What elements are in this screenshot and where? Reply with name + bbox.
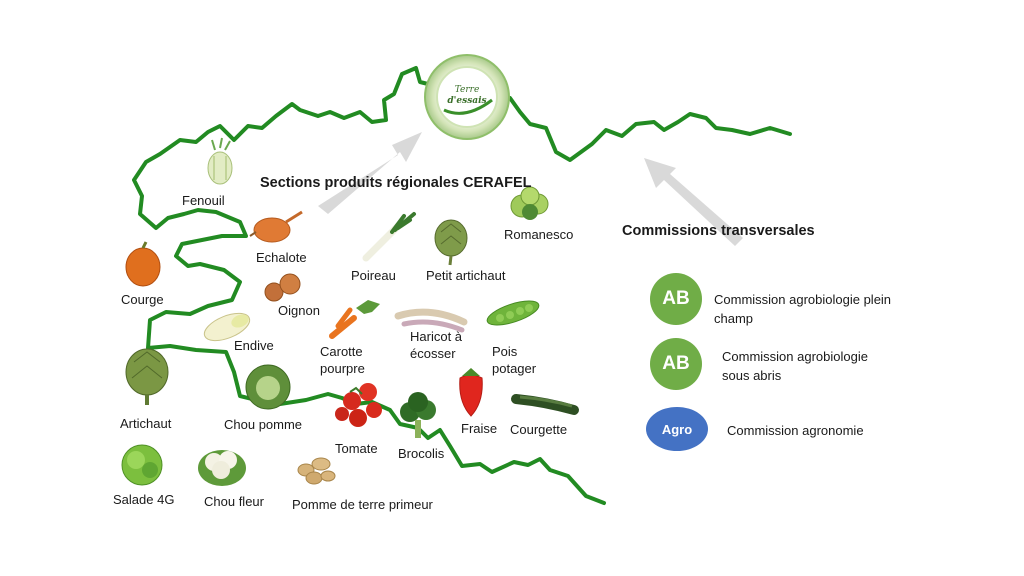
shallot-icon [249, 210, 303, 243]
label-brocolis: Brocolis [398, 446, 445, 461]
small-artichoke-icon [434, 219, 468, 266]
cauliflower-icon [198, 450, 246, 486]
label-fraise: Fraise [461, 421, 498, 436]
zucchini-icon [511, 394, 579, 415]
pea-icon [486, 300, 540, 326]
logo-line-2: d'essais [447, 96, 487, 106]
label-endive: Endive [234, 338, 274, 353]
commission-plein-champ: Commission agrobiologie plein champ [714, 292, 892, 326]
label-petit-artichaut: Petit artichaut [426, 268, 506, 283]
label-echalote: Echalote [256, 250, 307, 265]
label-poireau: Poireau [351, 268, 396, 283]
label-oignon: Oignon [278, 303, 320, 318]
logo-text: Terre d'essais [432, 85, 502, 107]
label-salade: Salade 4G [113, 492, 175, 507]
artichoke-icon [125, 348, 169, 405]
label-carotte-pourpre: Carotte pourpre [320, 344, 365, 376]
endive-icon [203, 312, 251, 342]
logo-leaf-swoosh-icon [443, 98, 493, 115]
arrow-sections-to-logo [318, 132, 422, 214]
lettuce-icon [121, 444, 163, 486]
onion-icon [264, 273, 301, 302]
label-haricot: Haricot à écosser [410, 329, 463, 361]
label-pomme-de-terre: Pomme de terre primeur [292, 497, 433, 512]
leek-icon [362, 212, 416, 262]
fennel-icon [207, 137, 233, 185]
label-chou-fleur: Chou fleur [204, 494, 264, 509]
label-pois: Pois potager [492, 344, 537, 376]
commissions-title: Commissions transversales [622, 223, 815, 239]
sections-title: Sections produits régionales CERAFEL [260, 175, 532, 191]
tomato-icon [335, 383, 382, 427]
brittany-coastline [132, 66, 792, 505]
cabbage-icon [245, 364, 291, 410]
badge-agro: Agro [646, 407, 708, 451]
badge-ab-sous-abris: AB [650, 338, 702, 390]
label-romanesco: Romanesco [504, 227, 574, 242]
carrot-icon [329, 300, 380, 339]
badge-ab-plein-champ: AB [650, 273, 702, 325]
label-chou-pomme: Chou pomme [224, 417, 303, 432]
bean-icon [394, 308, 468, 333]
squash-icon [125, 241, 161, 287]
label-fenouil: Fenouil [182, 193, 225, 208]
commission-agronomie: Commission agronomie [727, 423, 864, 438]
label-tomate: Tomate [335, 441, 378, 456]
label-courge: Courge [121, 292, 164, 307]
commission-sous-abris: Commission agrobiologie sous abris [722, 349, 868, 383]
romanesco-icon [510, 186, 549, 220]
label-artichaut: Artichaut [120, 416, 172, 431]
potato-icon [297, 457, 336, 485]
label-courgette: Courgette [510, 422, 568, 437]
strawberry-icon [459, 368, 483, 417]
arrow-commissions-to-logo [644, 158, 743, 246]
broccoli-icon [400, 392, 436, 438]
logo-line-1: Terre [454, 85, 480, 95]
